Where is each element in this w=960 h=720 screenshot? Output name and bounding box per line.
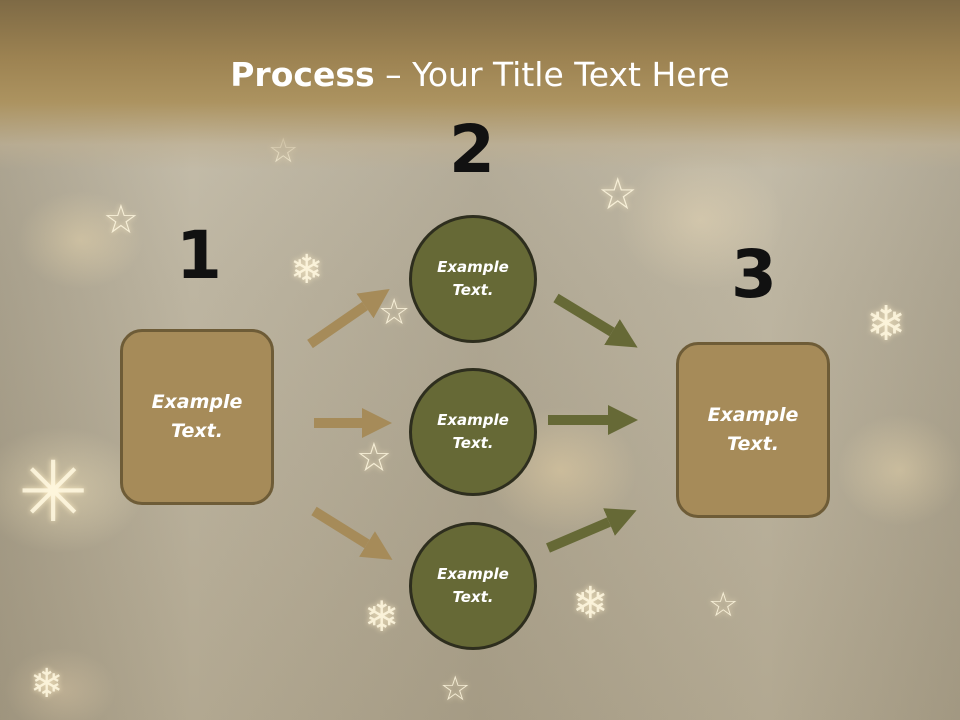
step-number-3: 3 bbox=[731, 236, 777, 313]
star-icon: ☆ bbox=[708, 585, 739, 625]
snowflake-icon: ✳ bbox=[18, 443, 89, 541]
star-icon: ☆ bbox=[598, 169, 638, 220]
star-icon: ☆ bbox=[440, 669, 471, 709]
title-band bbox=[0, 0, 960, 170]
step-2-circle-middle[interactable]: Example Text. bbox=[409, 368, 537, 496]
step-3-box-text: Example Text. bbox=[707, 404, 799, 455]
snowflake-icon: ❄ bbox=[572, 578, 609, 629]
step-1-box-text: Example Text. bbox=[151, 391, 243, 442]
step-number-2: 2 bbox=[449, 111, 495, 188]
snowflake-icon: ❄ bbox=[364, 592, 400, 641]
star-icon: ☆ bbox=[103, 197, 139, 243]
snowflake-icon: ❄ bbox=[30, 661, 64, 707]
step-1-box[interactable]: Example Text. bbox=[120, 329, 274, 505]
snowflake-icon: ❄ bbox=[866, 296, 907, 352]
step-2-circle-top[interactable]: Example Text. bbox=[409, 215, 537, 343]
step-3-box[interactable]: Example Text. bbox=[676, 342, 830, 518]
step-2-circle-bottom[interactable]: Example Text. bbox=[409, 522, 537, 650]
arrow-1-to-2a bbox=[307, 288, 390, 349]
title-bold: Process bbox=[230, 55, 375, 94]
snowflake-icon: ❄ bbox=[290, 247, 324, 293]
arrow-2a-to-3 bbox=[553, 293, 638, 348]
star-icon: ☆ bbox=[356, 435, 392, 481]
step-number-1: 1 bbox=[176, 217, 222, 294]
circle-middle-text: Example Text. bbox=[437, 411, 509, 452]
arrow-1-to-2c bbox=[311, 506, 393, 560]
circle-bottom-text: Example Text. bbox=[437, 565, 509, 606]
arrow-2c-to-3 bbox=[546, 508, 637, 553]
title-rest: – Your Title Text Here bbox=[374, 55, 730, 94]
page-title: Process – Your Title Text Here bbox=[0, 52, 960, 98]
circle-top-text: Example Text. bbox=[437, 258, 509, 299]
